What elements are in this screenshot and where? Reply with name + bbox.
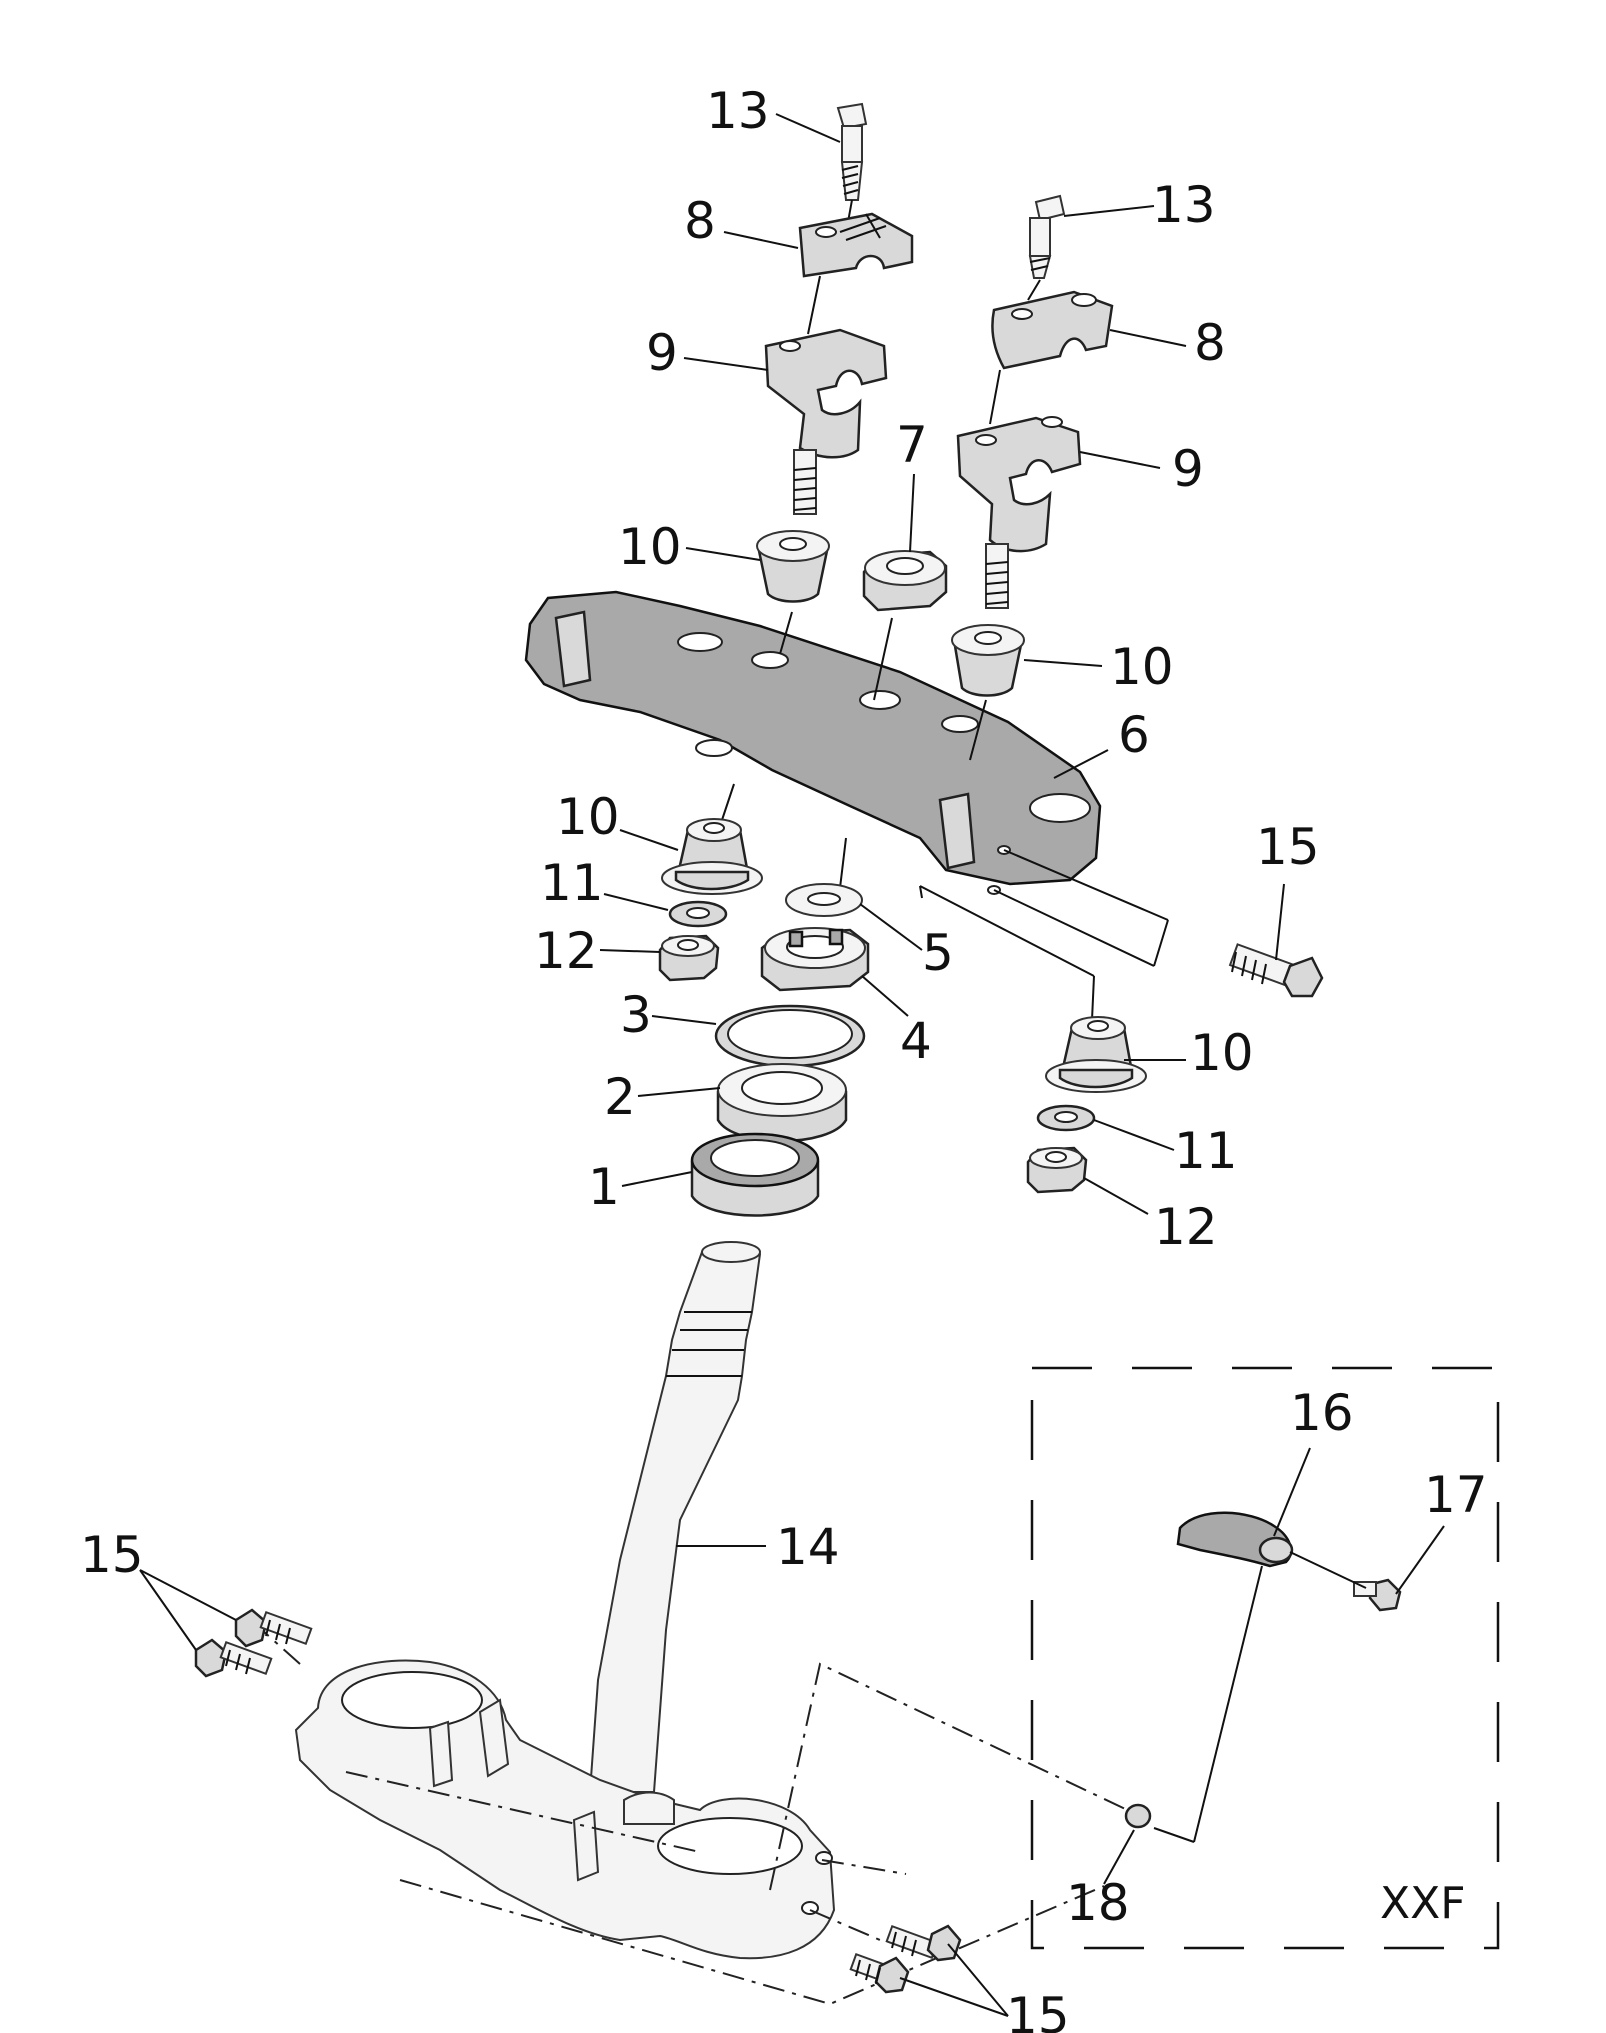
triple-clamp-pinch-bolt-lower-left-a <box>234 1608 313 1648</box>
upper-steering-bearing <box>716 1063 848 1143</box>
triple-clamp-pinch-bolt-lower-right-b <box>849 1952 910 1994</box>
callout-6: 6 <box>1118 706 1150 764</box>
callout-13-left: 13 <box>706 82 770 140</box>
handlebar-riser-right <box>956 416 1082 609</box>
variant-inset-frame <box>1030 1366 1500 1950</box>
steering-stem <box>588 1241 762 1793</box>
callout-12-right: 12 <box>1154 1198 1218 1256</box>
callout-12-left: 12 <box>534 922 598 980</box>
callout-10-upper-right: 10 <box>1110 638 1174 696</box>
stem-adjusting-nut <box>760 927 870 992</box>
callout-2: 2 <box>604 1068 636 1126</box>
cable-clamp <box>1176 1511 1294 1568</box>
callout-3: 3 <box>620 986 652 1044</box>
callout-5: 5 <box>922 924 954 982</box>
callout-8-left: 8 <box>684 192 716 250</box>
rubber-bush-upper-left <box>756 530 830 603</box>
callout-7: 7 <box>896 416 928 474</box>
rubber-bush-lower-right <box>1045 1016 1147 1093</box>
rubber-bush-lower-left <box>661 818 763 895</box>
upper-triple-clamp <box>524 590 1102 895</box>
cable-clamp-nut <box>1124 1803 1152 1829</box>
callout-1: 1 <box>588 1158 620 1216</box>
lower-triple-clamp <box>294 1659 836 1960</box>
callout-10-lower-left: 10 <box>556 788 620 846</box>
leader-lines <box>139 113 1445 2017</box>
lower-steering-bearing <box>690 1132 820 1217</box>
callout-18: 18 <box>1066 1874 1130 1932</box>
stem-washer <box>785 883 863 917</box>
callout-8-right: 8 <box>1194 314 1226 372</box>
callout-15-bottom-right: 15 <box>1006 1987 1070 2033</box>
flange-nut-right <box>1026 1146 1088 1194</box>
callout-9-left: 9 <box>646 324 678 382</box>
callout-17: 17 <box>1424 1466 1488 1524</box>
washer-left <box>668 900 728 928</box>
callout-11-right: 11 <box>1174 1122 1238 1180</box>
triple-clamp-pinch-bolt-lower-right-a <box>885 1924 962 1962</box>
steering-stem-nut <box>862 550 948 612</box>
callout-4: 4 <box>900 1012 932 1070</box>
triple-clamp-pinch-bolt-lower-left-b <box>194 1638 273 1678</box>
callout-14: 14 <box>776 1518 840 1576</box>
triple-clamp-pinch-bolt-upper <box>1228 943 1324 998</box>
flange-nut-left <box>658 934 720 982</box>
callout-13-right: 13 <box>1152 176 1216 234</box>
handlebar-clamp-bolt-left <box>836 102 868 201</box>
inset-variant-label: XXF <box>1380 1878 1466 1929</box>
rubber-bush-upper-right <box>951 624 1025 697</box>
handlebar-riser-left <box>764 328 888 515</box>
callout-15-bottom-left: 15 <box>80 1526 144 1584</box>
callout-9-right: 9 <box>1172 440 1204 498</box>
callout-16: 16 <box>1290 1384 1354 1442</box>
callout-10-lower-right: 10 <box>1190 1024 1254 1082</box>
dust-seal <box>714 1004 866 1068</box>
washer-right <box>1036 1104 1096 1132</box>
handlebar-clamp-upper-right <box>991 290 1114 370</box>
handlebar-clamp-upper-left <box>798 212 914 278</box>
handlebar-clamp-bolt-right <box>1028 194 1066 279</box>
callout-11-left: 11 <box>540 854 604 912</box>
callout-15-top-clamp: 15 <box>1256 818 1320 876</box>
callout-10-upper-left: 10 <box>618 518 682 576</box>
